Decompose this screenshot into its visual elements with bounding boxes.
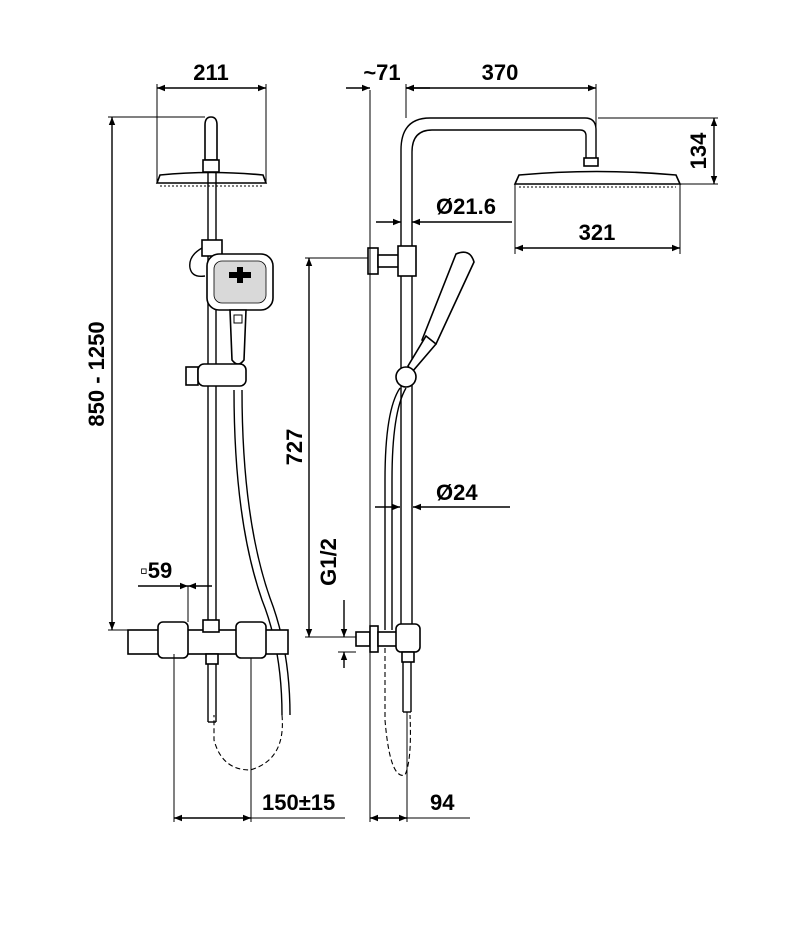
front-extension-lines xyxy=(108,84,267,822)
front-thermostatic-mixer xyxy=(127,619,289,723)
side-hose xyxy=(384,387,411,776)
front-view: 211 850 - 1250 ▫59 150±15 xyxy=(84,60,345,822)
mixer-depth-label: ▫59 xyxy=(140,558,172,583)
side-overhead-shower-head xyxy=(513,170,682,188)
side-slider xyxy=(395,366,417,388)
side-riser-and-arm xyxy=(400,117,599,625)
head-height-label: 134 xyxy=(686,132,711,169)
side-view: ~71 370 134 Ø21.6 321 727 Ø24 G1/2 94 xyxy=(282,60,718,822)
inlet-spacing-label: 150±15 xyxy=(262,790,335,815)
head-diameter-label: 321 xyxy=(579,220,616,245)
inlet-thread-label: G1/2 xyxy=(316,538,341,586)
arm-diameter-label: Ø21.6 xyxy=(436,194,496,219)
head-width-label: 211 xyxy=(193,60,229,85)
front-riser-rail xyxy=(207,172,217,620)
front-hose xyxy=(213,389,291,771)
side-mixer xyxy=(355,623,421,713)
front-overhead-shower-head xyxy=(155,116,268,187)
side-extension-lines xyxy=(305,84,718,822)
riser-diameter-label: Ø24 xyxy=(436,480,478,505)
riser-height-label: 850 - 1250 xyxy=(84,321,109,426)
front-hand-shower xyxy=(206,253,274,365)
side-hand-shower xyxy=(407,251,475,374)
front-holder-arm xyxy=(189,247,206,278)
front-slider xyxy=(185,363,247,387)
mixer-projection-label: 94 xyxy=(430,790,455,815)
wall-offset-label: ~71 xyxy=(363,60,400,85)
holder-height-label: 727 xyxy=(282,429,307,466)
side-wall-bracket xyxy=(367,245,417,277)
arm-length-label: 370 xyxy=(482,60,519,85)
